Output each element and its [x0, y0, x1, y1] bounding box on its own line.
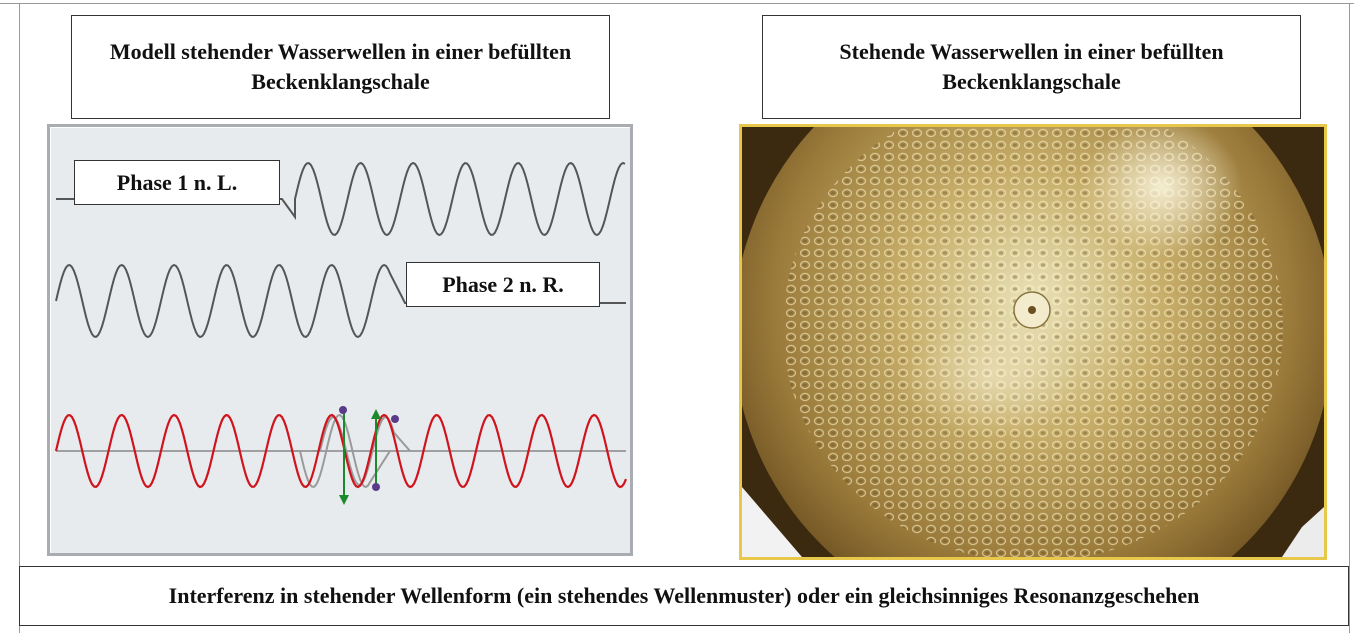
caption: Interferenz in stehender Wellenform (ein…	[19, 566, 1349, 626]
wave-model-diagram	[54, 161, 628, 505]
arrowhead-down	[339, 495, 349, 505]
arrowhead-up	[371, 409, 381, 419]
corner-shadow-left	[742, 487, 802, 557]
wave-model-panel: Phase 1 n. L. Phase 2 n. R.	[47, 124, 633, 556]
phase1-wave	[56, 161, 626, 237]
right-rule	[1349, 3, 1350, 633]
model-title: Modell stehender Wasserwellen in einer b…	[71, 15, 610, 119]
light-reflection	[1082, 127, 1242, 257]
phase2-wave	[55, 263, 626, 339]
phase1-label: Phase 1 n. L.	[74, 160, 280, 205]
ghost-wave-right	[312, 415, 411, 486]
peak-marker	[339, 406, 347, 414]
phase2-label: Phase 2 n. R.	[406, 262, 600, 307]
photo-title: Stehende Wasserwellen in einer befüllten…	[762, 15, 1301, 119]
center-hole	[1028, 306, 1036, 314]
resulting-standing-wave	[54, 413, 628, 489]
trough-marker	[372, 483, 380, 491]
corner-shadow-right	[1282, 507, 1324, 557]
side-marker	[391, 415, 399, 423]
top-rule	[0, 3, 1354, 4]
left-rule	[19, 3, 20, 633]
cymbal-photo-illustration	[742, 127, 1324, 557]
cymbal-water-photo	[739, 124, 1327, 560]
light-reflection-lower	[902, 317, 1082, 437]
